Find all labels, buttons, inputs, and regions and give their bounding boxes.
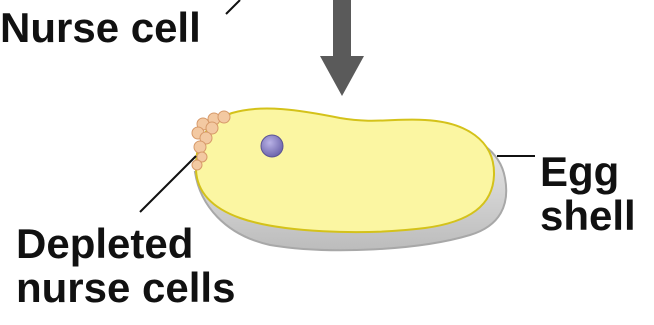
nucleus bbox=[261, 135, 283, 157]
depleted-label-line1: Depleted bbox=[16, 222, 235, 266]
egg-yolk bbox=[196, 109, 494, 233]
egg-label-line2: shell bbox=[540, 194, 636, 238]
depleted-nurse-cells-label: Depleted nurse cells bbox=[16, 222, 235, 310]
depleted-nurse-cells-pointer-line bbox=[140, 156, 196, 212]
egg-label-line1: Egg bbox=[540, 150, 636, 194]
nurse-cell-label: Nurse cell bbox=[0, 6, 201, 50]
egg-shell-label: Egg shell bbox=[540, 150, 636, 238]
depleted-label-line2: nurse cells bbox=[16, 266, 235, 310]
down-arrow bbox=[320, 0, 364, 96]
nurse-cell-pointer-line bbox=[226, 0, 240, 14]
